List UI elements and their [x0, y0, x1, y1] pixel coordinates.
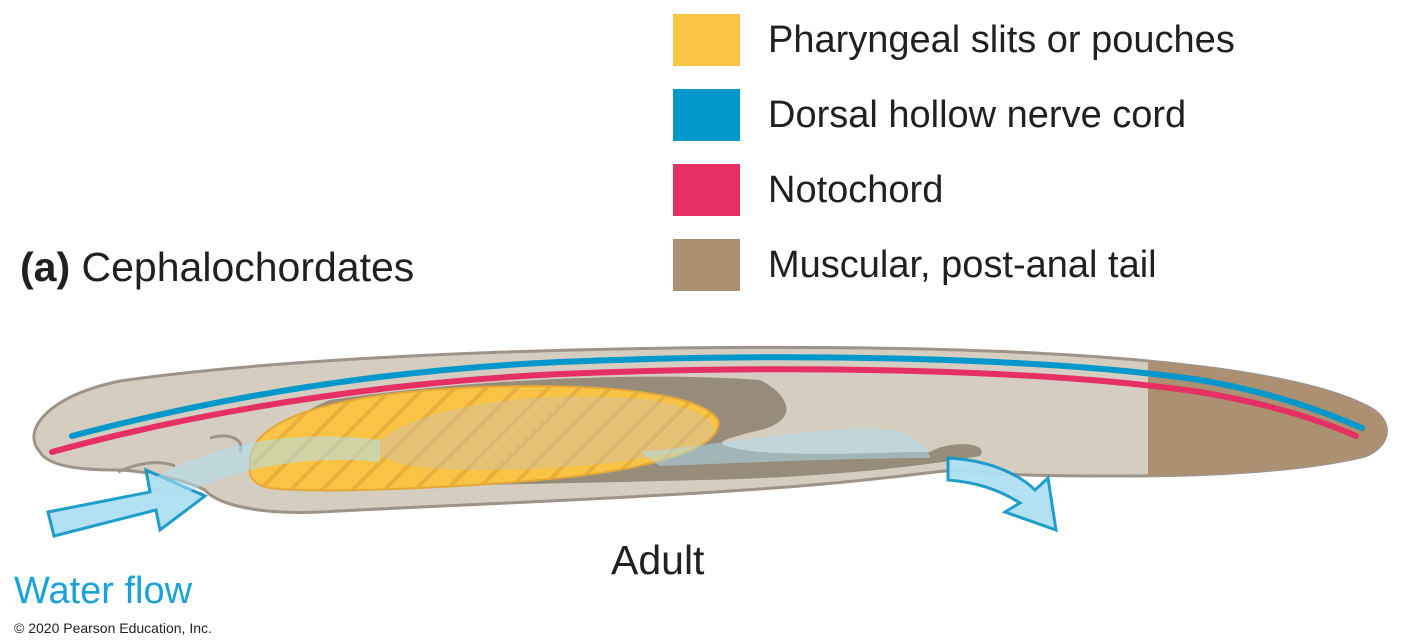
legend-swatch-nerve-cord	[673, 89, 740, 141]
legend-label-nerve-cord: Dorsal hollow nerve cord	[768, 94, 1187, 136]
notochord	[49, 366, 1359, 455]
water-flow-label: Water flow	[14, 570, 193, 612]
pharyngeal-slits	[248, 385, 720, 492]
dorsal-nerve-cord	[69, 354, 1365, 439]
atrium-overlay	[376, 396, 714, 470]
stage-label: Adult	[611, 537, 705, 583]
panel-letter: (a)	[20, 244, 71, 290]
legend-swatch-tail	[673, 239, 740, 291]
copyright-text: © 2020 Pearson Education, Inc.	[14, 620, 212, 636]
legend-swatch-notochord	[673, 164, 740, 216]
panel-title: (a) Cephalochordates	[20, 242, 414, 292]
water-flow-atrium	[640, 428, 930, 466]
legend-label-pharyngeal: Pharyngeal slits or pouches	[768, 19, 1235, 61]
panel-title-text: Cephalochordates	[81, 244, 415, 290]
legend-swatch-pharyngeal	[673, 14, 740, 66]
legend-label-notochord: Notochord	[768, 169, 944, 211]
legend-label-tail: Muscular, post-anal tail	[768, 244, 1157, 286]
water-flow-inside	[150, 436, 380, 505]
post-anal-tail	[1148, 360, 1387, 476]
water-flow-out-arrow	[946, 456, 1058, 533]
